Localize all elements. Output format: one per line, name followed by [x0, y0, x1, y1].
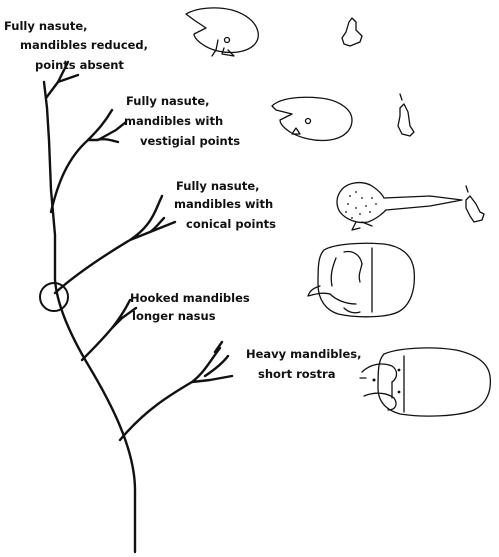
hooked-mandible-head-icon: [308, 243, 414, 317]
mandible-reduced-icon: [342, 18, 362, 46]
nasute-head-conical-icon: [337, 183, 462, 230]
clade2-line2: mandibles with: [124, 114, 223, 128]
heavy-mandible-head-icon: [360, 348, 490, 416]
clade3-line3: conical points: [186, 217, 276, 231]
clade1-line2: mandibles reduced,: [20, 38, 148, 52]
clade5-branch: [120, 342, 232, 440]
clade2-branch: [51, 110, 126, 212]
clade1-label: Fully nasute, mandibles reduced, points …: [4, 19, 148, 72]
clade3-label: Fully nasute, mandibles with conical poi…: [174, 179, 276, 231]
clade2-label: Fully nasute, mandibles with vestigial p…: [124, 94, 240, 148]
mandible-vestigial-icon: [398, 94, 414, 136]
clade3-line1: Fully nasute,: [176, 179, 260, 193]
clade2-line3: vestigial points: [140, 134, 240, 148]
mandible-conical-icon: [466, 186, 484, 222]
clade1-line1: Fully nasute,: [4, 19, 88, 33]
clade4-branch: [82, 300, 136, 360]
clade3-line2: mandibles with: [174, 197, 273, 211]
clade5-line1: Heavy mandibles,: [246, 347, 361, 361]
clade4-line2: longer nasus: [132, 309, 216, 323]
clade5-line2: short rostra: [258, 367, 335, 381]
clade5-label: Heavy mandibles, short rostra: [246, 347, 361, 381]
clade4-line1: Hooked mandibles: [130, 291, 250, 305]
nasute-head-vestigial-icon: [272, 97, 352, 140]
clade2-line1: Fully nasute,: [126, 94, 210, 108]
clade4-label: Hooked mandibles longer nasus: [130, 291, 250, 323]
clade1-line3: points absent: [35, 58, 124, 72]
clade3-branch: [55, 196, 175, 293]
nasute-head-profile-icon: [186, 8, 258, 56]
highlight-circle-icon: [40, 283, 68, 311]
